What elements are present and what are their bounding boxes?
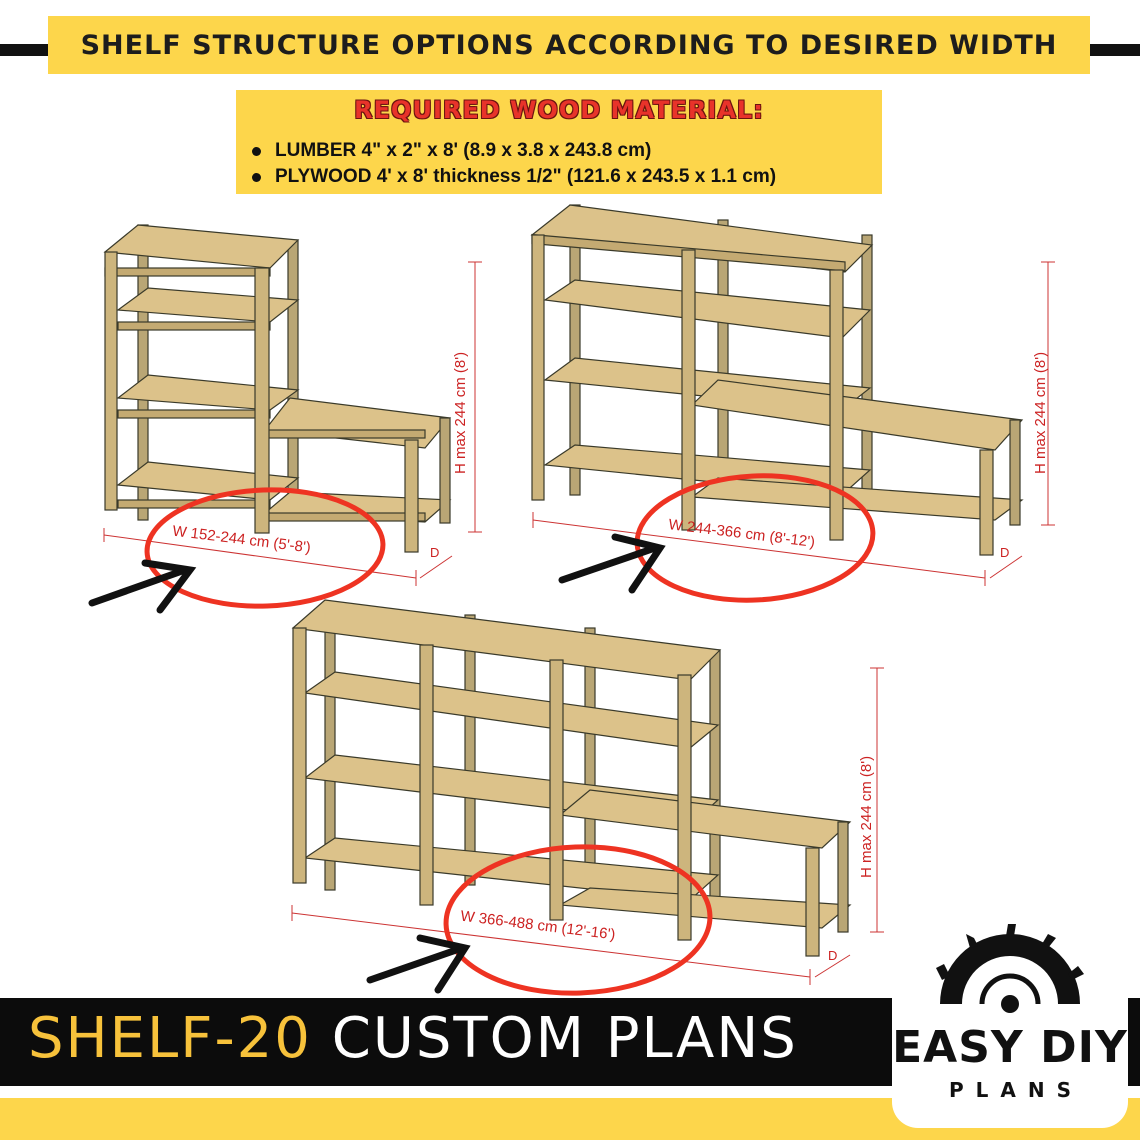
materials-item-text: LUMBER 4" x 2" x 8' (8.9 x 3.8 x 243.8 c… (275, 140, 652, 161)
option3-depth-label: D (828, 948, 838, 963)
shelf-option-2 (530, 204, 1024, 556)
option1-depth-label: D (430, 545, 440, 560)
page-title: SHELF STRUCTURE OPTIONS ACCORDING TO DES… (80, 29, 1058, 61)
option1-height-label: H max 244 cm (8') (452, 351, 469, 474)
header-banner: SHELF STRUCTURE OPTIONS ACCORDING TO DES… (48, 16, 1090, 74)
materials-box: REQUIRED WOOD MATERIAL: LUMBER 4" x 2" x… (236, 90, 882, 194)
option2-height-label: H max 244 cm (8') (1032, 351, 1049, 474)
shelf-option-3 (291, 599, 852, 957)
logo-brand-text: EASY DIY (892, 1022, 1128, 1073)
header-rule-left (0, 44, 60, 56)
plan-code: SHELF-20 (28, 1006, 312, 1071)
option3-height-label: H max 244 cm (8') (858, 755, 875, 878)
materials-item: LUMBER 4" x 2" x 8' (8.9 x 3.8 x 243.8 c… (252, 138, 776, 164)
materials-item-text: PLYWOOD 4' x 8' thickness 1/2" (121.6 x … (275, 166, 777, 187)
plan-title: SHELF-20 CUSTOM PLANS (28, 1006, 798, 1071)
materials-item: PLYWOOD 4' x 8' thickness 1/2" (121.6 x … (252, 164, 776, 190)
option2-depth-label: D (1000, 545, 1010, 560)
plan-title-text: CUSTOM PLANS (331, 1006, 798, 1071)
brand-logo: EASY DIY PLANS (892, 910, 1128, 1128)
materials-title: REQUIRED WOOD MATERIAL: (354, 96, 764, 124)
bullet-icon (252, 172, 261, 182)
materials-list: LUMBER 4" x 2" x 8' (8.9 x 3.8 x 243.8 c… (252, 138, 776, 190)
shelf-option-1 (103, 224, 452, 553)
bullet-icon (252, 146, 261, 156)
saw-blade-icon (936, 924, 1084, 1013)
logo-sub-text: PLANS (948, 1078, 1084, 1102)
shelf-illustrations (88, 204, 1055, 996)
